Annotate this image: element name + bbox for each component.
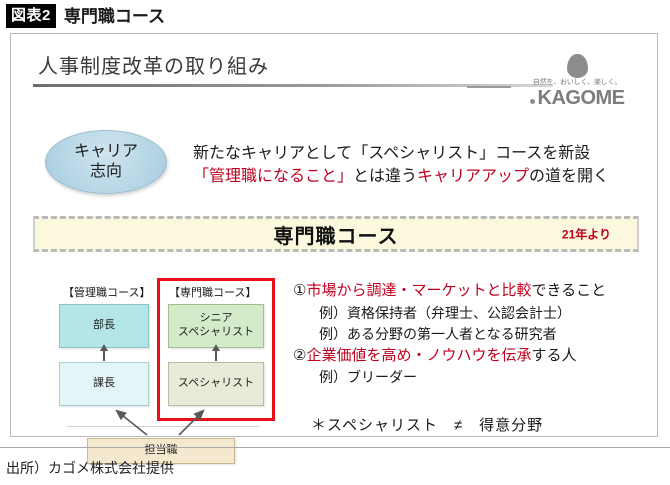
source-note: 出所）カゴメ株式会社提供 xyxy=(6,462,174,477)
senior-line1: シニア xyxy=(199,312,233,325)
senior-line2: スペシャリスト xyxy=(177,326,255,338)
heading-divider xyxy=(33,84,553,87)
arrow-specialist-to-senior xyxy=(212,344,220,361)
bullet-1-black: できること xyxy=(531,282,607,299)
bullet-item-2: ②企業価値を高め・ノウハウを伝承する人 xyxy=(293,345,663,368)
slide-heading: 人事制度改革の取り組み xyxy=(38,56,269,78)
figure-caption: 図表2 専門職コース xyxy=(6,4,165,28)
entry-arrows xyxy=(115,409,205,436)
figure-title: 専門職コース xyxy=(63,6,165,26)
lead-line-2-red-2: キャリアアップ xyxy=(417,168,530,186)
specialist-column-highlight xyxy=(157,278,275,421)
bullet-item-1: ①市場から調達・マーケットと比較できること xyxy=(293,280,663,303)
bullet-2-black: する人 xyxy=(531,346,577,364)
lead-text-block: 新たなキャリアとして「スペシャリスト」コースを新設 「管理職になること」とは違う… xyxy=(193,142,609,188)
org-box-senior-specialist: シニア スペシャリスト xyxy=(168,304,264,348)
logo-leader-line xyxy=(467,86,511,88)
logo-tagline: 自然を、おいしく、楽しく。 xyxy=(532,79,622,86)
tomato-drop-icon xyxy=(566,54,588,78)
column-label-specialist: 【専門職コース】 xyxy=(169,287,257,299)
org-chart: 【管理職コース】 【専門職コース】 部長 課長 シニア スペシャリスト スペシャ… xyxy=(51,278,275,470)
org-box-specialist: スペシャリスト xyxy=(168,362,264,406)
specialist-course-banner: 専門職コース 21年より xyxy=(33,216,639,252)
lead-line-2-black-2: の道を開く xyxy=(529,168,610,186)
kagome-logo: 自然を、おいしく、楽しく。 KAGOME xyxy=(511,54,643,108)
banner-title: 専門職コース xyxy=(273,225,399,248)
specialist-note: ＊スペシャリスト ≠ 得意分野 xyxy=(311,417,544,434)
criteria-list: ①市場から調達・マーケットと比較できること 例）資格保持者（弁理士、公認会計士）… xyxy=(293,280,663,388)
logo-dot-icon xyxy=(529,98,535,104)
bullet-1-marker: ① xyxy=(293,282,307,299)
bullet-1-red: 市場から調達・マーケットと比較 xyxy=(306,282,532,299)
bullet-2-example-1: 例）ブリーダー xyxy=(319,369,417,385)
lead-line-2-black-1: とは違う xyxy=(353,168,418,186)
source-divider xyxy=(0,447,670,448)
lead-line-2-red-1: 「管理職になること」 xyxy=(193,168,354,186)
org-box-kacho: 課長 xyxy=(59,362,149,406)
bullet-2-marker: ② xyxy=(293,346,307,364)
arrow-kacho-to-bucho xyxy=(100,344,108,361)
column-label-management: 【管理職コース】 xyxy=(63,287,151,299)
logo-wordmark-row: KAGOME xyxy=(511,88,643,108)
logo-wordmark: KAGOME xyxy=(537,86,626,109)
org-box-senior-specialist-text: シニア スペシャリスト xyxy=(178,312,254,340)
figure-tag: 図表2 xyxy=(6,4,56,28)
lead-line-1: 新たなキャリアとして「スペシャリスト」コースを新設 xyxy=(193,145,591,162)
slide-frame: 人事制度改革の取り組み 自然を、おいしく、楽しく。 KAGOME キャリア 志向… xyxy=(10,33,658,464)
bullet-1-example-1: 例）資格保持者（弁理士、公認会計士） xyxy=(319,304,571,321)
banner-start-year: 21年より xyxy=(561,227,611,242)
bullet-1-example-2: 例）ある分野の第一人者となる研究者 xyxy=(319,325,557,342)
career-badge-line2: 志向 xyxy=(89,163,122,180)
org-box-bucho: 部長 xyxy=(59,304,149,348)
career-badge-line1: キャリア xyxy=(73,143,138,160)
lead-line-2: 「管理職になること」とは違うキャリアアップの道を開く xyxy=(193,165,609,188)
org-chart-divider xyxy=(67,426,259,427)
org-box-tanto: 担当職 xyxy=(87,438,235,464)
bullet-2-red: 企業価値を高め・ノウハウを伝承 xyxy=(306,346,532,364)
career-orientation-badge: キャリア 志向 xyxy=(45,130,167,194)
